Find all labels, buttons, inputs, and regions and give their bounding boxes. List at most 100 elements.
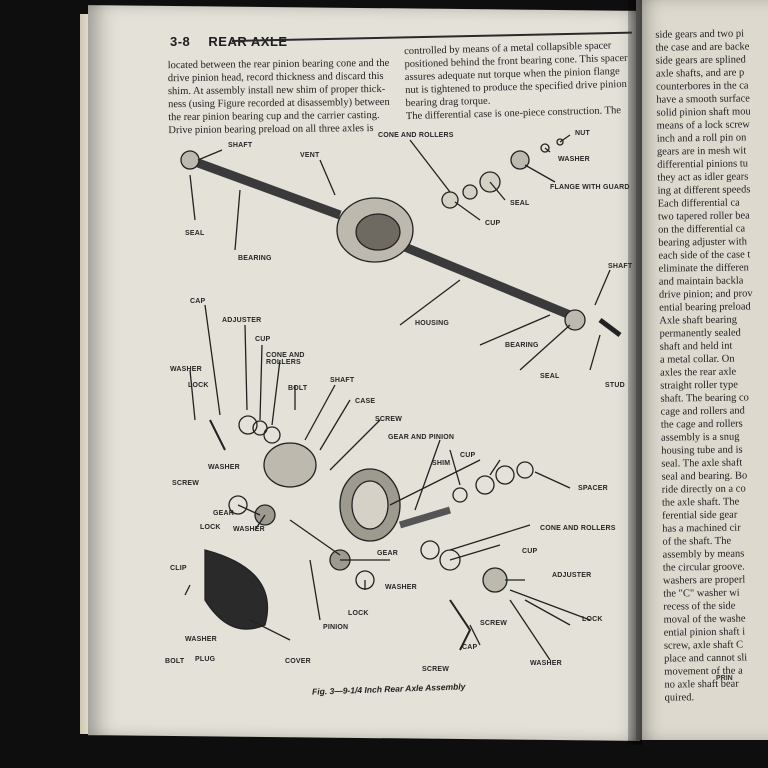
text-line: drive pinion; and prov xyxy=(658,288,753,301)
text-line: place and cannot sli xyxy=(664,652,748,665)
carrier-opening xyxy=(355,213,401,251)
flange-part xyxy=(510,150,530,170)
text-line: assembly by means xyxy=(662,548,745,561)
housing-tube-right xyxy=(398,240,572,320)
right-page xyxy=(636,0,768,740)
label-cup-left: CUP xyxy=(255,336,271,343)
text-line: ing at different speeds xyxy=(657,184,751,197)
text-line: counterbores in the ca xyxy=(656,80,749,93)
text-line: straight roller type xyxy=(660,379,738,392)
text-line: assembly is a snug xyxy=(660,431,740,444)
diagram-drawing xyxy=(180,134,622,661)
label-adjuster-low: ADJUSTER xyxy=(552,572,592,579)
label-washer-mid: WASHER xyxy=(208,464,240,471)
cup-part xyxy=(441,191,459,209)
text-line: shaft and held int xyxy=(659,340,733,353)
nut-part xyxy=(556,138,564,146)
label-cover: COVER xyxy=(285,658,311,665)
text-line: axle shafts, and are p xyxy=(655,67,745,80)
text-line: and maintain backla xyxy=(658,275,744,288)
label-lock-right: LOCK xyxy=(582,616,603,623)
text-line: recess of the side xyxy=(663,600,736,613)
text-line: of the shaft. The xyxy=(662,535,732,548)
label-housing: HOUSING xyxy=(415,320,450,327)
label-washer: WASHER xyxy=(558,156,590,163)
text-line: solid pinion shaft mou xyxy=(656,106,751,119)
text-line: have a smooth surface xyxy=(656,93,750,106)
label-cup: CUP xyxy=(485,220,501,227)
label-spacer: SPACER xyxy=(578,485,608,492)
cone-right xyxy=(420,540,440,560)
cup-upper xyxy=(495,465,515,485)
label-shaft-mid: SHAFT xyxy=(330,377,355,384)
shim xyxy=(452,487,468,503)
label-adjuster: ADJUSTER xyxy=(222,317,262,324)
label-shim: SHIM xyxy=(432,460,451,467)
section-number: 3-8 xyxy=(170,34,191,49)
text-line: each side of the case t xyxy=(658,249,751,262)
label-flange-with-guard: FLANGE WITH GUARD xyxy=(550,184,630,191)
washer-part xyxy=(540,143,550,153)
label-washer-bottom-left: WASHER xyxy=(185,636,217,643)
page-header: 3-8 REAR AXLE xyxy=(170,34,288,49)
text-line: eliminate the differen xyxy=(658,262,749,275)
label-washer-mid2: WASHER xyxy=(233,526,265,533)
label-washer-left: WASHER xyxy=(170,366,202,373)
spacer xyxy=(516,461,534,479)
text-line: side gears are splined xyxy=(655,54,746,67)
text-line: ential bearing preload xyxy=(659,301,751,314)
seal-part xyxy=(462,184,478,200)
label-seal-right: SEAL xyxy=(540,373,560,380)
text-line: moval of the washe xyxy=(663,613,746,626)
pinion-shaft xyxy=(398,506,452,529)
label-gear-and-pinion: GEAR AND PINION xyxy=(388,434,455,441)
text-line: the "C" washer wi xyxy=(663,587,740,600)
label-lock-mid: LOCK xyxy=(200,524,221,531)
book-gutter xyxy=(628,0,642,745)
cone-upper xyxy=(475,475,495,495)
ring-gear-center xyxy=(351,480,389,530)
label-screw: SCREW xyxy=(375,416,403,423)
label-washer-low: WASHER xyxy=(385,584,417,591)
text-line: on the differential ca xyxy=(658,223,746,236)
left-flange xyxy=(180,150,200,170)
label-lock-left: LOCK xyxy=(188,382,209,389)
right-shaft xyxy=(598,318,622,337)
differential-case xyxy=(263,442,317,488)
label-lock-low: LOCK xyxy=(348,610,369,617)
text-line: the case and are backe xyxy=(655,41,750,54)
text-line: ferential side gear xyxy=(662,509,738,522)
text-line: washers are properl xyxy=(662,574,746,587)
text-line: a metal collar. On xyxy=(659,353,735,366)
text-line: has a machined cir xyxy=(662,522,741,535)
label-screw-left: SCREW xyxy=(172,480,200,487)
label-cup-low: CUP xyxy=(522,548,538,555)
label-cone-and-rollers: CONE AND ROLLERS xyxy=(378,132,454,139)
label-cone-and-rollers-left: CONE AND ROLLERS xyxy=(266,352,305,366)
label-clip: CLIP xyxy=(170,565,187,572)
text-line: housing tube and is xyxy=(661,444,743,457)
label-bolt-bottom: BOLT xyxy=(165,658,185,665)
text-line: the circular groove. xyxy=(662,561,745,574)
label-stud: STUD xyxy=(605,382,625,389)
text-line: axles the rear axle xyxy=(660,366,737,379)
label-plug: PLUG xyxy=(195,656,216,663)
text-line: means of a lock screw xyxy=(656,119,751,132)
text-line: they act as idler gears xyxy=(657,171,749,184)
cap-left xyxy=(209,419,226,451)
housing-tube-left xyxy=(188,155,342,220)
label-bearing-left: BEARING xyxy=(238,255,272,262)
label-seal-left: SEAL xyxy=(185,230,205,237)
adjuster-low xyxy=(482,567,508,593)
text-line: no axle shaft bear xyxy=(664,678,739,691)
text-line: differential pinions tu xyxy=(657,158,749,171)
text-line: seal. The axle shaft xyxy=(661,457,743,470)
label-nut: NUT xyxy=(575,130,590,137)
label-gear-left: GEAR xyxy=(213,510,235,517)
text-line: bearing adjuster with xyxy=(658,236,747,249)
label-seal: SEAL xyxy=(510,200,530,207)
text-line: ride directly on a co xyxy=(661,483,746,496)
text-line: side gears and two pi xyxy=(655,28,745,41)
text-line: inch and a roll pin on xyxy=(656,132,747,145)
